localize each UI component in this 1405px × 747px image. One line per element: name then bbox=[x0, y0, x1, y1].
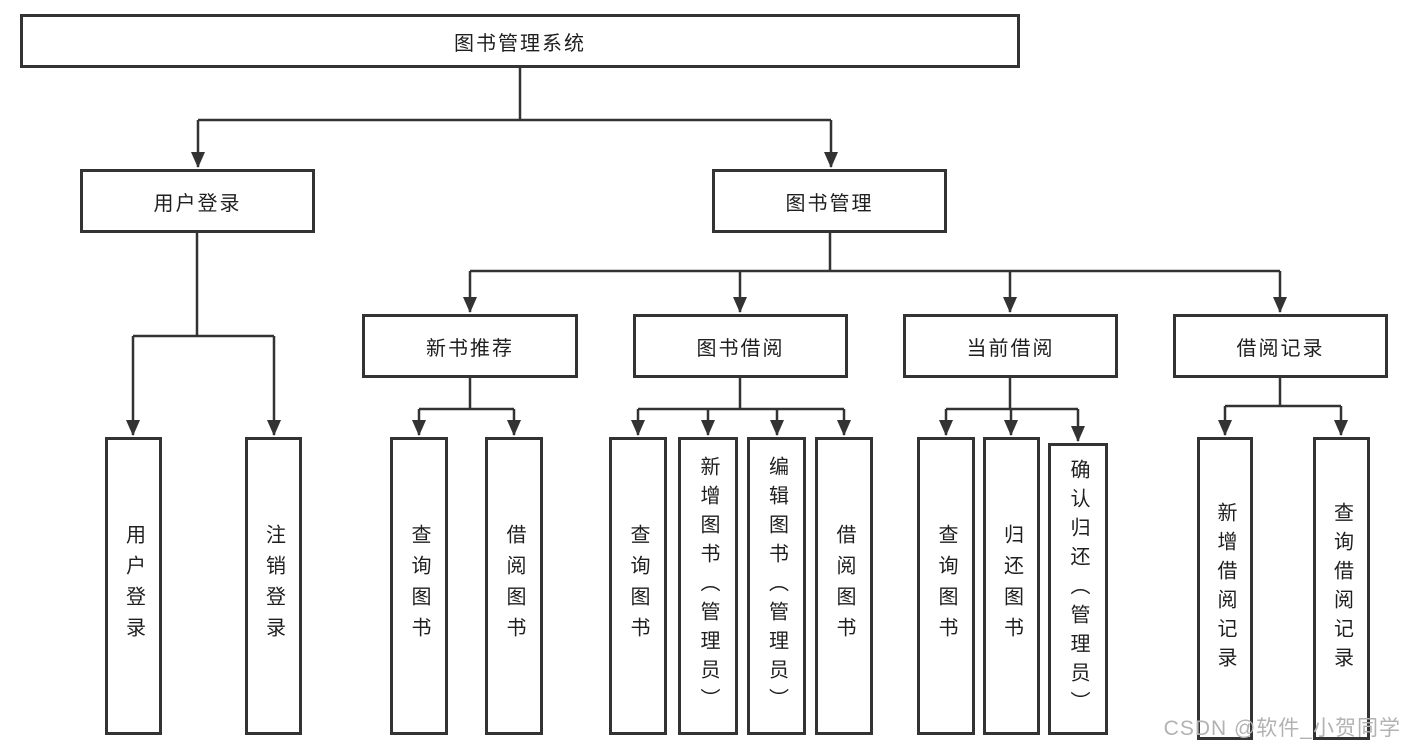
leaf-confirm-return-admin: 确认归还（管理员） bbox=[1048, 443, 1108, 735]
csdn-watermark: CSDN @软件_小贺同学 bbox=[1163, 717, 1401, 740]
node-label: 查询图书 bbox=[935, 524, 957, 648]
node-book-management: 图书管理 bbox=[712, 169, 947, 233]
node-label: 用户登录 bbox=[122, 524, 145, 648]
leaf-query-books-current: 查询图书 bbox=[917, 437, 975, 735]
node-new-book-recommend: 新书推荐 bbox=[362, 314, 578, 378]
connector-book-mgmt-children bbox=[463, 233, 1287, 313]
node-label: 借阅图书 bbox=[833, 524, 855, 648]
node-label: 编辑图书（管理员） bbox=[765, 455, 788, 717]
node-root-system: 图书管理系统 bbox=[20, 14, 1020, 68]
connector-user-login-children bbox=[126, 233, 281, 436]
leaf-query-books-recommend: 查询图书 bbox=[390, 437, 448, 735]
connector-new-books-children bbox=[412, 378, 521, 436]
node-label: 新书推荐 bbox=[426, 337, 514, 360]
connector-borrow-records-children bbox=[1218, 378, 1348, 436]
node-label: 注销登录 bbox=[262, 524, 285, 648]
node-label: 图书借阅 bbox=[696, 337, 785, 360]
node-label: 查询图书 bbox=[408, 524, 430, 648]
node-label: 归还图书 bbox=[1000, 524, 1023, 648]
connector-root-to-level2 bbox=[191, 68, 838, 168]
leaf-add-borrow-record: 新增借阅记录 bbox=[1197, 437, 1253, 740]
leaf-borrow-books-recommend: 借阅图书 bbox=[485, 437, 543, 735]
leaf-query-borrow-record: 查询借阅记录 bbox=[1313, 437, 1370, 740]
leaf-query-books-borrowing: 查询图书 bbox=[609, 437, 667, 735]
connector-current-borrow-children bbox=[939, 378, 1085, 442]
leaf-return-books: 归还图书 bbox=[983, 437, 1040, 735]
node-label: 借阅记录 bbox=[1236, 337, 1325, 360]
node-label: 借阅图书 bbox=[503, 524, 525, 648]
node-label: 新增借阅记录 bbox=[1214, 501, 1236, 676]
node-book-borrowing: 图书借阅 bbox=[633, 314, 848, 378]
leaf-user-login: 用户登录 bbox=[105, 437, 162, 735]
node-label: 确认归还（管理员） bbox=[1067, 458, 1089, 720]
node-current-borrowing: 当前借阅 bbox=[903, 314, 1118, 378]
node-label: 查询借阅记录 bbox=[1330, 501, 1353, 676]
node-user-login: 用户登录 bbox=[80, 169, 315, 233]
node-borrowing-records: 借阅记录 bbox=[1173, 314, 1388, 378]
leaf-edit-books-admin: 编辑图书（管理员） bbox=[747, 437, 806, 735]
leaf-add-books-admin: 新增图书（管理员） bbox=[678, 437, 738, 735]
node-label: 图书管理系统 bbox=[454, 32, 586, 55]
node-label: 新增图书（管理员） bbox=[697, 455, 719, 717]
node-label: 当前借阅 bbox=[966, 337, 1055, 360]
leaf-borrow-books-borrowing: 借阅图书 bbox=[815, 437, 873, 735]
node-label: 图书管理 bbox=[785, 192, 874, 215]
leaf-logout-login: 注销登录 bbox=[245, 437, 302, 735]
node-label: 查询图书 bbox=[627, 524, 649, 648]
connector-book-borrow-children bbox=[631, 378, 851, 436]
node-label: 用户登录 bbox=[153, 192, 242, 215]
